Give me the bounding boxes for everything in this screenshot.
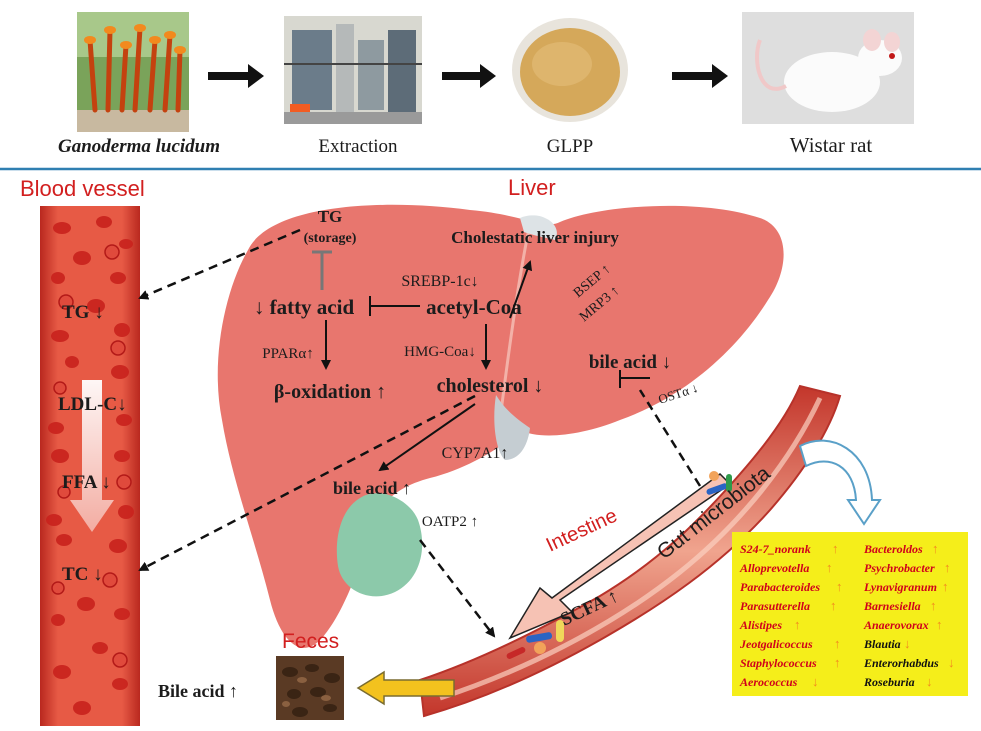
- microbe-item: Barnesiella: [863, 599, 921, 613]
- step-glpp: GLPP: [547, 136, 593, 157]
- microbe-item: Alloprevotella: [739, 561, 809, 575]
- arrow-mark: ↑: [936, 617, 943, 632]
- microbe-item: Enterorhabdus: [863, 656, 939, 670]
- flow-arrow-2: [442, 64, 496, 88]
- microbe-item: Jeotgalicoccus: [739, 637, 813, 651]
- feces-title: Feces: [282, 630, 339, 653]
- microbiota-right-arrows: ↑ ↑ ↑ ↑ ↑ ↓ ↓ ↓: [904, 541, 955, 689]
- cyp7a1-label: CYP7A1↑: [442, 445, 509, 462]
- liver-shape: [217, 204, 784, 648]
- arrow-mark: ↑: [830, 598, 837, 613]
- arrow-mark: ↑: [944, 560, 951, 575]
- extraction-image: [284, 16, 422, 124]
- step-wistar-rat: Wistar rat: [790, 133, 873, 157]
- step-extraction: Extraction: [318, 136, 398, 157]
- arrow-mark: ↑: [942, 579, 949, 594]
- bacteria: [506, 471, 732, 659]
- microbiota-left-arrows: ↑ ↑ ↑ ↑ ↑ ↑ ↑ ↓: [794, 541, 843, 689]
- microbe-item: Parabacteroides: [740, 580, 820, 594]
- srebp-label: SREBP-1c↓: [401, 273, 478, 290]
- microbe-item: S24-7_norank: [740, 542, 811, 556]
- gallbladder: [336, 493, 423, 597]
- microbe-item: Lynavigranum: [863, 580, 937, 594]
- microbe-item: Blautia: [863, 637, 901, 651]
- liver-arrows: [312, 250, 650, 472]
- arrow-mark: ↓: [812, 674, 819, 689]
- microbiota-right-list: Bacteroldos Psychrobacter Lynavigranum B…: [863, 542, 939, 689]
- arrow-mark: ↑: [836, 579, 843, 594]
- microbe-item: Psychrobacter: [864, 561, 935, 575]
- arrow-mark: ↓: [926, 674, 933, 689]
- step-ganoderma: Ganoderma lucidum: [58, 136, 220, 157]
- cholestatic-label: Cholestatic liver injury: [451, 228, 619, 247]
- top-flow: Ganoderma lucidum Extraction GLPP: [58, 12, 914, 157]
- microbiota-left-list: S24-7_norank Alloprevotella Parabacteroi…: [739, 542, 820, 689]
- hmg-coa-label: HMG-Coa↓: [404, 344, 476, 360]
- blood-vessel: [40, 206, 140, 726]
- liver-title: Liver: [508, 175, 556, 200]
- microbe-item: Staphylococcus: [740, 656, 817, 670]
- arrow-mark: ↑: [826, 560, 833, 575]
- flow-arrow-1: [208, 64, 264, 88]
- rat-image: [742, 12, 914, 124]
- microbe-item: Roseburia: [863, 675, 915, 689]
- arrow-mark: ↑: [932, 541, 939, 556]
- intestine: [418, 384, 842, 718]
- curved-arrow: [798, 439, 882, 526]
- marker-ldl: LDL-C↓: [58, 394, 127, 415]
- tg-label: TG: [318, 207, 343, 226]
- ppara-label: PPARα↑: [262, 346, 314, 362]
- microbe-item: Parasutterella: [740, 599, 810, 613]
- ganoderma-image: [77, 12, 189, 132]
- oatp2-label: OATP2 ↑: [422, 514, 478, 530]
- bile-acid-gallbladder-label: bile acid ↑: [333, 478, 411, 498]
- arrow-mark: ↑: [834, 655, 841, 670]
- dashed-arrows: [138, 228, 702, 638]
- glpp-image: [512, 18, 628, 122]
- feces-arrow: [356, 670, 455, 706]
- marker-tg: TG ↓: [62, 302, 104, 323]
- arrow-mark: ↓: [904, 636, 911, 651]
- intestine-big-arrow: [508, 473, 732, 640]
- flow-arrow-3: [672, 64, 728, 88]
- blood-vessel-title: Blood vessel: [20, 176, 145, 201]
- marker-tc: TC ↓: [62, 564, 103, 585]
- beta-oxidation-label: β-oxidation ↑: [274, 381, 386, 403]
- arrow-mark: ↑: [794, 617, 801, 632]
- intestine-title: Intestine: [543, 505, 621, 557]
- microbe-item: Bacteroldos: [863, 542, 923, 556]
- feces-image: [276, 656, 344, 720]
- cholesterol-label: cholesterol ↓: [437, 375, 544, 397]
- feces-bile-acid-label: Bile acid ↑: [158, 681, 238, 701]
- fatty-acid-label: ↓ fatty acid: [254, 295, 355, 319]
- arrow-mark: ↑: [832, 541, 839, 556]
- tg-storage-label: (storage): [304, 231, 357, 246]
- arrow-mark: ↓: [948, 655, 955, 670]
- microbiota-box: [732, 532, 968, 696]
- arrow-mark: ↑: [930, 598, 937, 613]
- microbe-item: Aerococcus: [739, 675, 798, 689]
- marker-ffa: FFA ↓: [62, 472, 111, 493]
- acetyl-coa-label: acetyl-Coa: [426, 295, 522, 319]
- arrow-mark: ↑: [834, 636, 841, 651]
- bile-acid-liver-label: bile acid ↓: [589, 352, 671, 373]
- microbe-item: Anaerovorax: [863, 618, 929, 632]
- microbe-item: Alistipes: [739, 618, 782, 632]
- flow-direction-arrow: [70, 380, 114, 532]
